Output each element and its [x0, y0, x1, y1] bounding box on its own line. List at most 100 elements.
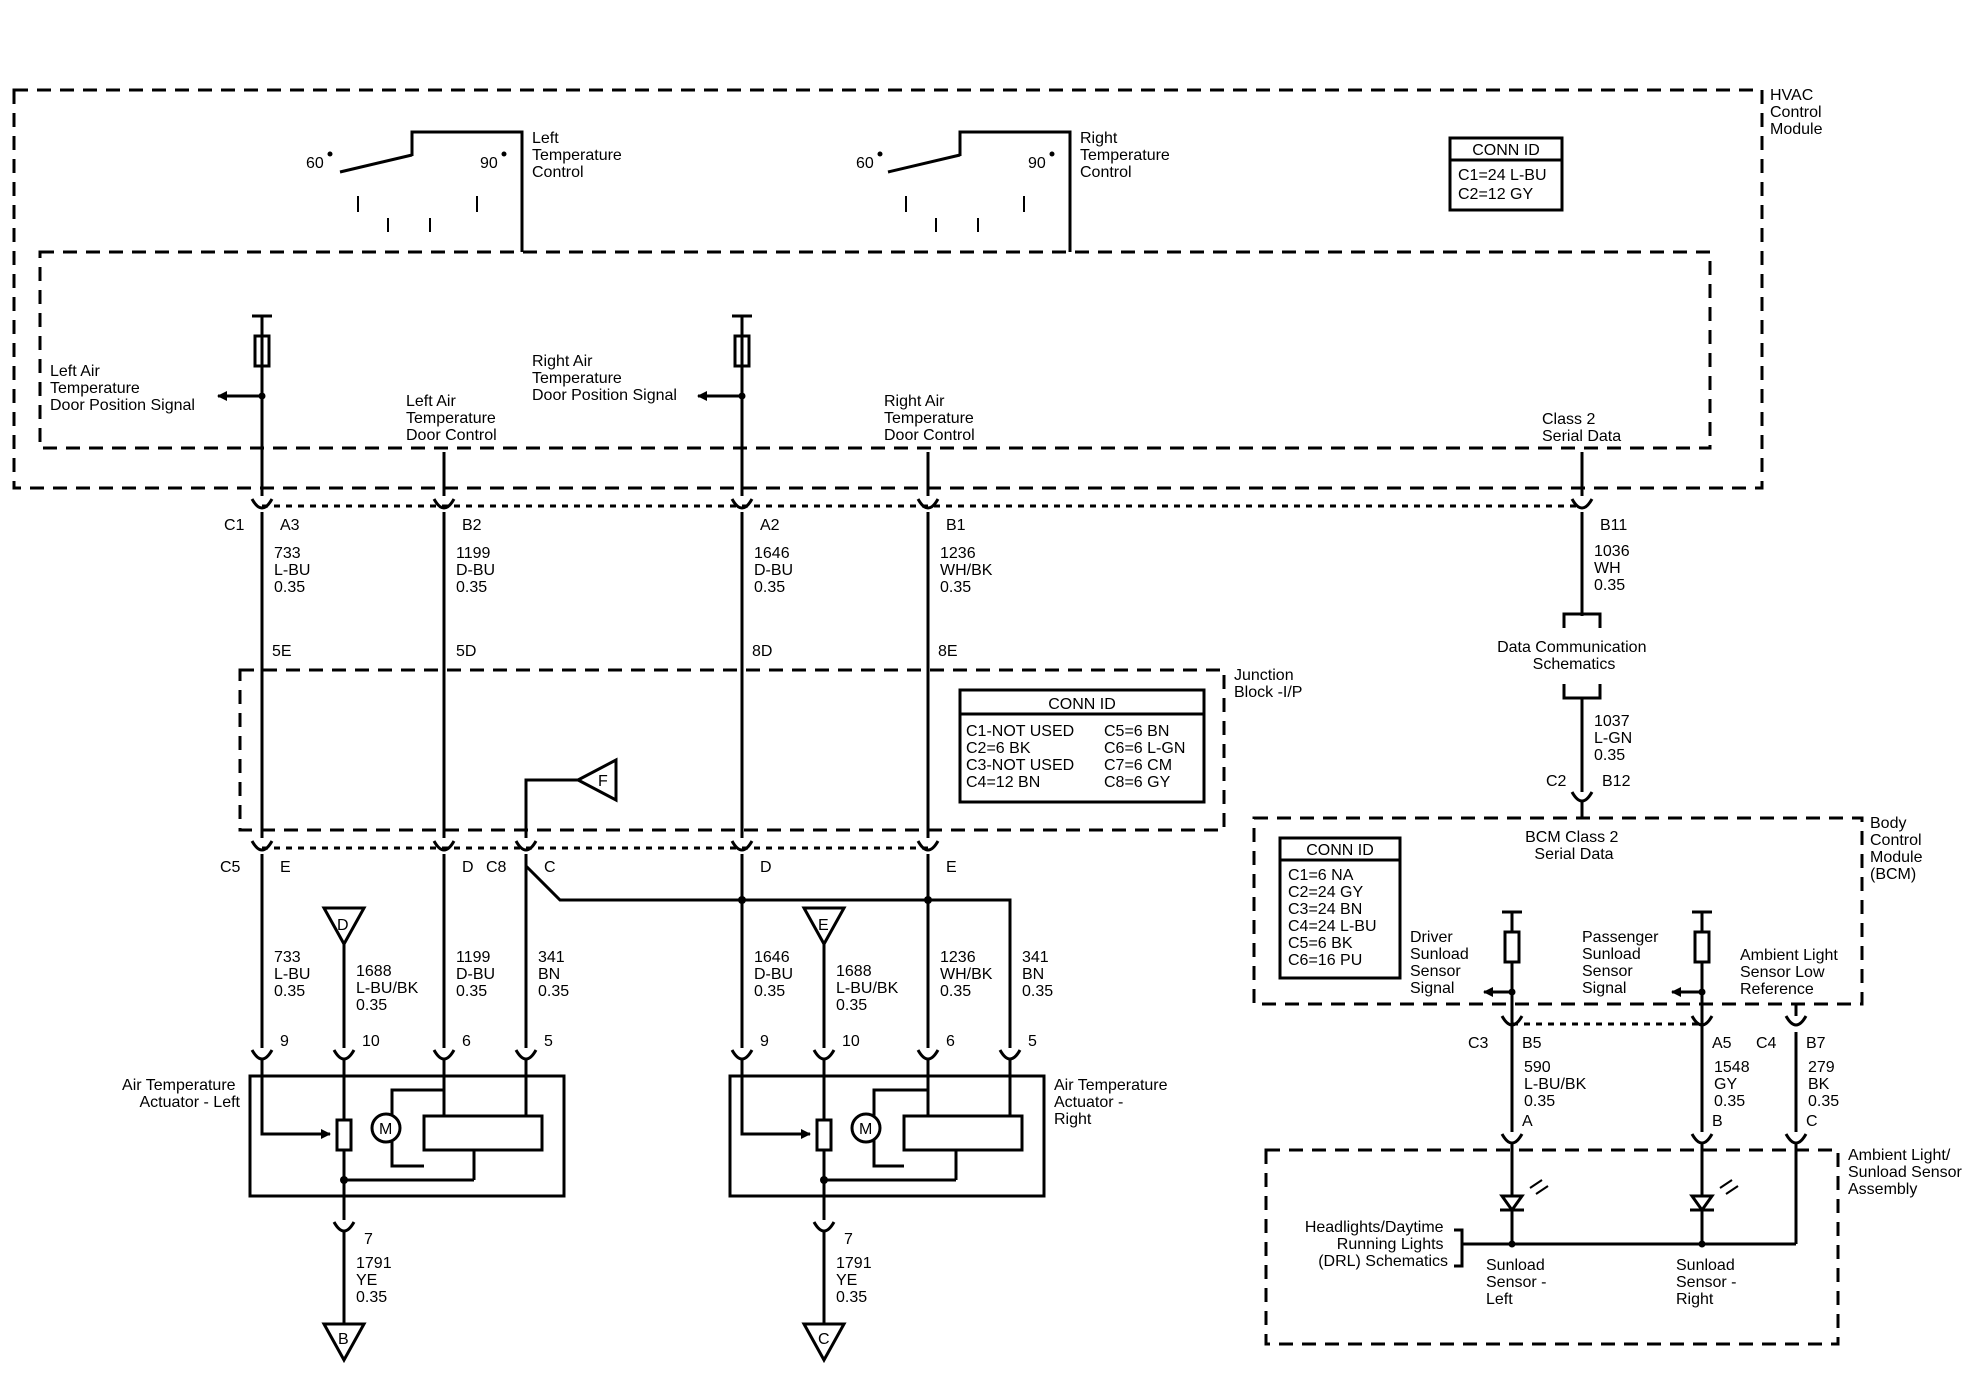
main-wires: [260, 316, 1584, 838]
sunload-sensor-right-diode-icon: [1689, 1179, 1739, 1244]
hvac-conn-id-box: CONN ID C1=24 L-BU C2=12 GY: [1448, 136, 1564, 212]
c1-pin-b1: B1: [946, 517, 966, 534]
c2-pin-b11: B11: [1600, 517, 1627, 534]
wire-279: 279 BK 0.35: [1808, 1059, 1839, 1110]
c8-label: C8: [486, 859, 507, 876]
wire-341-right: 341 BN 0.35: [1022, 949, 1053, 1000]
right-temp-control-label: Right Temperature Control: [1080, 130, 1174, 181]
act-left-pin-7: 7: [364, 1231, 373, 1248]
actuator-right: 9 10 6 5 M Air Temperature Actuator - Ri…: [728, 1033, 1172, 1364]
sunload-sensor-right-label: Sunload Sensor - Right: [1676, 1257, 1741, 1308]
junction-block-title: Junction Block -I/P: [1234, 667, 1302, 701]
act-left-pin-6: 6: [462, 1033, 471, 1050]
left-door-control-label: Left Air Temperature Door Control: [406, 393, 500, 444]
wire-733-lower: 733 L-BU 0.35: [274, 949, 315, 1000]
body-control-module: Body Control Module (BCM) BCM Class 2 Se…: [1252, 815, 1927, 1036]
act-right-pin-5: 5: [1028, 1033, 1037, 1050]
act-right-pin-6: 6: [946, 1033, 955, 1050]
right-door-control-label: Right Air Temperature Door Control: [884, 393, 978, 444]
c3-pin-a5: A5: [1712, 1035, 1732, 1052]
jb-conn-c8: C8=6 GY: [1104, 774, 1171, 791]
actuator-right-label: Air Temperature Actuator - Right: [1054, 1077, 1172, 1128]
act-left-pin-5: 5: [544, 1033, 553, 1050]
bcm-conn-c6: C6=16 PU: [1288, 952, 1362, 969]
bcm-conn-id-header: CONN ID: [1306, 842, 1374, 859]
left-temperature-control[interactable]: 60 90 Left Temperature Control: [306, 130, 626, 252]
motor-left-label: M: [379, 1121, 392, 1138]
hvac-module-inner-outline: [38, 250, 1712, 450]
ref-e-label: E: [818, 917, 829, 934]
jb-conn-c3: C3-NOT USED: [966, 757, 1074, 774]
hvac-module-outline: [12, 88, 1764, 490]
bcm-conn-id-box: CONN ID C1=6 NA C2=24 GY C3=24 BN C4=24 …: [1278, 836, 1402, 980]
jb-conn-c6: C6=6 L-GN: [1104, 740, 1185, 757]
c8-pin-c: C: [544, 859, 556, 876]
act-right-pin-9: 9: [760, 1033, 769, 1050]
right-temperature-control[interactable]: 60 90 Right Temperature Control: [856, 130, 1174, 252]
bcm-wire-labels: 590 L-BU/BK 0.35 1548 GY 0.35 279 BK 0.3…: [1524, 1059, 1839, 1110]
sunload-sensor-left-label: Sunload Sensor - Left: [1486, 1257, 1551, 1308]
b12-label: B12: [1602, 773, 1631, 790]
splice-8e: 8E: [938, 643, 958, 660]
act-right-pin-10: 10: [842, 1033, 860, 1050]
ground-ref-f-label: F: [598, 773, 608, 790]
bcm-conn-c2: C2=24 GY: [1288, 884, 1363, 901]
bcm-title: Body Control Module (BCM): [1870, 815, 1927, 883]
left-temp-high: 90: [480, 155, 498, 172]
hvac-module-title: HVAC Control Module: [1770, 87, 1826, 138]
junction-conn-id-header: CONN ID: [1048, 696, 1116, 713]
c1-pin-a3: A3: [280, 517, 300, 534]
wire-1236-upper: 1236 WH/BK 0.35: [940, 545, 997, 596]
ground-c-icon: [801, 1322, 847, 1364]
wire-1036: 1036 WH 0.35: [1594, 543, 1634, 594]
wire-1236-lower: 1236 WH/BK 0.35: [940, 949, 997, 1000]
bcm-class2-label: BCM Class 2 Serial Data: [1525, 829, 1623, 863]
wire-1037: 1037 L-GN 0.35: [1594, 713, 1637, 764]
left-temp-control-label: Left Temperature Control: [532, 130, 626, 181]
sensor-pin-b: B: [1712, 1113, 1723, 1130]
right-position-sensor-resistor: [697, 314, 752, 401]
c2-pin-d: D: [760, 859, 772, 876]
ref-d-label: D: [337, 917, 349, 934]
hvac-conn-id-c2: C2=12 GY: [1458, 186, 1533, 203]
splice-5d: 5D: [456, 643, 476, 660]
driver-sunload-label: Driver Sunload Sensor Signal: [1410, 929, 1473, 997]
wire-733-upper: 733 L-BU 0.35: [274, 545, 315, 596]
right-door-position-signal-label: Right Air Temperature Door Position Sign…: [532, 353, 677, 404]
bcm-conn-c1: C1=6 NA: [1288, 867, 1354, 884]
act-left-pin-9: 9: [280, 1033, 289, 1050]
wire-1688-right: 1688 L-BU/BK 0.35: [836, 963, 903, 1014]
left-position-sensor-resistor: [217, 314, 272, 401]
ground-b-icon: [321, 1322, 367, 1364]
bcm-conn-c4: C4=24 L-BU: [1288, 918, 1377, 935]
splice-8d: 8D: [752, 643, 772, 660]
hvac-conn-id-c1: C1=24 L-BU: [1458, 167, 1547, 184]
ground-b-label: B: [338, 1331, 349, 1348]
sensor-pin-c: C: [1806, 1113, 1818, 1130]
wire-1688-left: 1688 L-BU/BK 0.35: [356, 963, 423, 1014]
ground-c-label: C: [818, 1331, 830, 1348]
junction-block: Junction Block -I/P 5E 5D 8D 8E CONN ID …: [238, 643, 1302, 838]
c4-label: C4: [1756, 1035, 1777, 1052]
bcm-conn-c5: C5=6 BK: [1288, 935, 1353, 952]
c1-label: C1: [224, 517, 245, 534]
c4-pin-b7: B7: [1806, 1035, 1826, 1052]
actuator-right-body: [728, 1074, 1046, 1198]
sensor-assembly-title: Ambient Light/ Sunload Sensor Assembly: [1848, 1147, 1966, 1198]
wire-1548: 1548 GY 0.35: [1714, 1059, 1754, 1110]
ground-ref-f: F: [524, 757, 618, 838]
data-communication: Data Communication Schematics 1037 L-GN …: [1497, 612, 1646, 818]
c3-label: C3: [1468, 1035, 1489, 1052]
ambient-light-ref-label: Ambient Light Sensor Low Reference: [1740, 947, 1842, 998]
c1-connector: C1 A3 B2 A2 B1 B11: [224, 498, 1627, 534]
wire-341-left: 341 BN 0.35: [538, 949, 569, 1000]
act-right-pin-7: 7: [844, 1231, 853, 1248]
hvac-conn-id-header: CONN ID: [1472, 142, 1540, 159]
wire-590: 590 L-BU/BK 0.35: [1524, 1059, 1591, 1110]
headlights-drl-label: Headlights/Daytime Running Lights (DRL) …: [1305, 1219, 1448, 1270]
c5-c8-connector: C5 E D C8 C D E: [220, 840, 957, 876]
bcm-conn-c3: C3=24 BN: [1288, 901, 1362, 918]
left-door-position-signal-label: Left Air Temperature Door Position Signa…: [50, 363, 195, 414]
actuator-left: 9 10 6 5 M Air Temperature Actuator - Le…: [122, 1033, 566, 1364]
passenger-sunload-label: Passenger Sunload Sensor Signal: [1582, 929, 1663, 997]
